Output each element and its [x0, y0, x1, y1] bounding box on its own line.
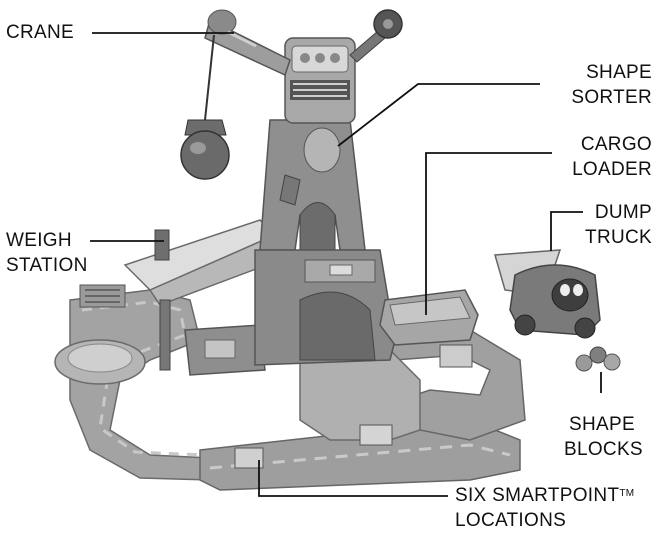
label-smartpoint-locations: SIX SMARTPOINTTM LOCATIONS	[455, 485, 635, 531]
leader-cargo-loader	[425, 152, 552, 315]
label-weigh-station: WEIGH STATION	[6, 230, 88, 276]
label-crane: CRANE	[6, 22, 75, 43]
weigh-station	[79, 219, 281, 371]
label-shape-sorter: SHAPE SORTER	[571, 62, 652, 108]
leader-dump-truck	[550, 211, 583, 251]
leader-smartpoint	[258, 460, 448, 497]
trademark-mark: TM	[619, 488, 635, 499]
tower	[254, 119, 396, 366]
crane	[180, 9, 403, 180]
dump-truck	[494, 249, 601, 339]
cargo-loader	[379, 289, 479, 346]
track-base	[54, 289, 526, 491]
label-dump-truck: DUMP TRUCK	[585, 202, 652, 248]
leader-shape-sorter	[337, 83, 540, 147]
label-cargo-loader: CARGO LOADER	[572, 134, 652, 180]
shape-blocks	[575, 346, 621, 372]
leader-lines	[90, 32, 602, 497]
label-shape-blocks: SHAPE BLOCKS	[564, 414, 643, 460]
